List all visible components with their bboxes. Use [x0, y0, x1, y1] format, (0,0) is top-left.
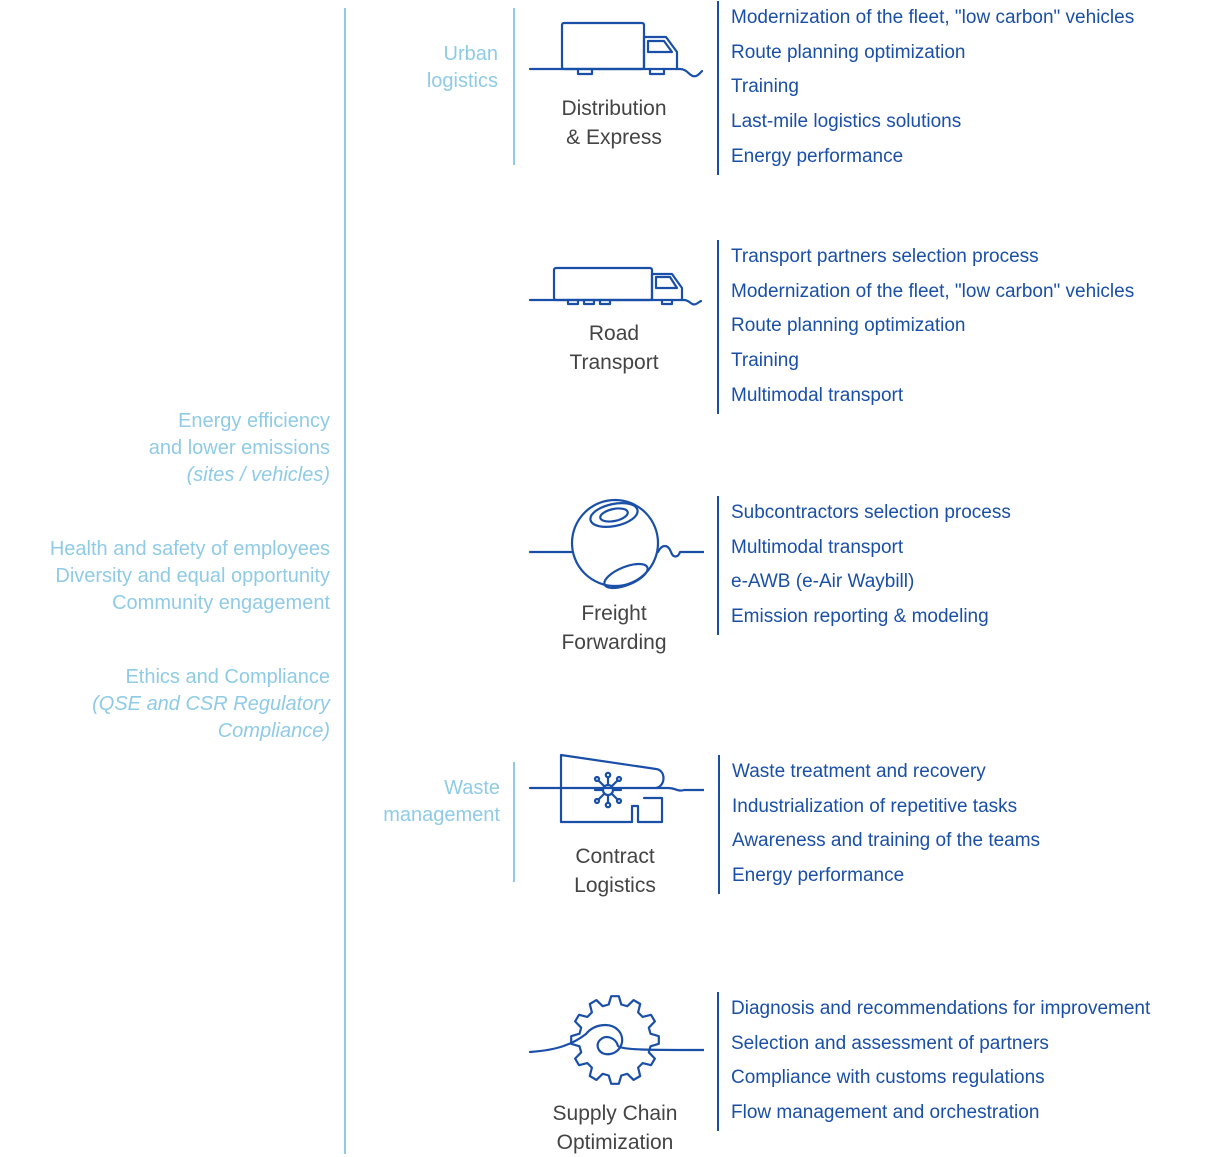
- social-topics: Health and safety of employees Diversity…: [0, 536, 330, 617]
- action-item: Diagnosis and recommendations for improv…: [731, 998, 1151, 1019]
- social-line1: Health and safety of employees: [49, 538, 330, 560]
- road-transport-actions: Transport partners selection process Mod…: [717, 240, 1134, 414]
- action-item: Multimodal transport: [731, 536, 904, 558]
- action-item: Last-mile logistics solutions: [731, 111, 962, 133]
- action-item: Modernization of the fleet, "low carbon"…: [731, 7, 1135, 28]
- urban-line2: logistics: [426, 70, 498, 92]
- service-title-line1: Distribution: [561, 97, 667, 120]
- road-transport-title: Road Transport: [529, 319, 699, 377]
- ethics-line2: (QSE and CSR Regulatory: [92, 693, 330, 715]
- contract-logistics-actions: Waste treatment and recovery Industriali…: [718, 755, 1040, 894]
- waste-line2: management: [383, 804, 500, 826]
- gear-icon: [528, 995, 704, 1085]
- social-line3: Community engagement: [112, 592, 330, 614]
- semi-truck-icon: [528, 266, 703, 306]
- urban-category-divider: [513, 8, 515, 165]
- action-item: Multimodal transport: [731, 384, 904, 406]
- waste-category-divider: [513, 762, 515, 882]
- ethics-compliance-topic: Ethics and Compliance (QSE and CSR Regul…: [0, 664, 330, 745]
- freight-forwarding-title: Freight Forwarding: [529, 599, 699, 657]
- service-title-line1: Supply Chain: [552, 1102, 678, 1125]
- service-title-line2: Transport: [569, 351, 659, 374]
- action-item: Industrialization of repetitive tasks: [732, 795, 1018, 817]
- action-item: Transport partners selection process: [731, 246, 1039, 267]
- service-title-line2: & Express: [566, 126, 662, 149]
- action-item: Emission reporting & modeling: [731, 606, 989, 628]
- action-item: Energy performance: [732, 865, 905, 887]
- action-item: Training: [731, 350, 799, 372]
- action-item: Subcontractors selection process: [731, 502, 1011, 523]
- action-item: Flow management and orchestration: [731, 1102, 1040, 1124]
- delivery-truck-icon: [528, 21, 704, 78]
- action-item: Training: [731, 76, 799, 98]
- social-line2: Diversity and equal opportunity: [55, 565, 330, 587]
- ethics-line3: Compliance): [217, 720, 330, 742]
- service-title-line1: Contract: [575, 845, 655, 868]
- main-vertical-divider: [344, 8, 346, 1154]
- action-item: Compliance with customs regulations: [731, 1067, 1045, 1089]
- service-title-line2: Optimization: [556, 1131, 674, 1154]
- action-item: Route planning optimization: [731, 315, 966, 337]
- energy-line2: and lower emissions: [148, 437, 330, 459]
- service-title-line2: Forwarding: [561, 631, 667, 654]
- energy-line1: Energy efficiency: [178, 410, 330, 432]
- energy-efficiency-topic: Energy efficiency and lower emissions (s…: [0, 408, 330, 489]
- supply-chain-optimization-title: Supply Chain Optimization: [530, 1099, 700, 1157]
- service-title-line2: Logistics: [574, 874, 656, 897]
- urban-line1: Urban: [443, 43, 498, 65]
- ethics-line1: Ethics and Compliance: [125, 666, 330, 688]
- action-item: Modernization of the fleet, "low carbon"…: [731, 280, 1135, 302]
- urban-logistics-category: Urban logistics: [427, 41, 498, 95]
- action-item: Route planning optimization: [731, 41, 966, 63]
- service-title-line1: Freight: [581, 602, 647, 625]
- action-item: Energy performance: [731, 145, 904, 167]
- energy-line3: (sites / vehicles): [186, 464, 330, 486]
- distribution-express-actions: Modernization of the fleet, "low carbon"…: [717, 1, 1134, 175]
- action-item: e-AWB (e-Air Waybill): [731, 571, 915, 593]
- warehouse-icon: [528, 753, 704, 824]
- contract-logistics-title: Contract Logistics: [530, 842, 700, 900]
- waste-management-category: Waste management: [383, 775, 500, 829]
- distribution-express-title: Distribution & Express: [529, 94, 699, 152]
- action-item: Selection and assessment of partners: [731, 1032, 1049, 1054]
- globe-icon: [528, 498, 704, 590]
- waste-line1: Waste: [444, 777, 500, 799]
- freight-forwarding-actions: Subcontractors selection process Multimo…: [717, 496, 1011, 635]
- action-item: Awareness and training of the teams: [732, 830, 1041, 852]
- supply-chain-optimization-actions: Diagnosis and recommendations for improv…: [717, 992, 1150, 1131]
- action-item: Waste treatment and recovery: [732, 761, 986, 782]
- service-title-line1: Road: [588, 322, 640, 345]
